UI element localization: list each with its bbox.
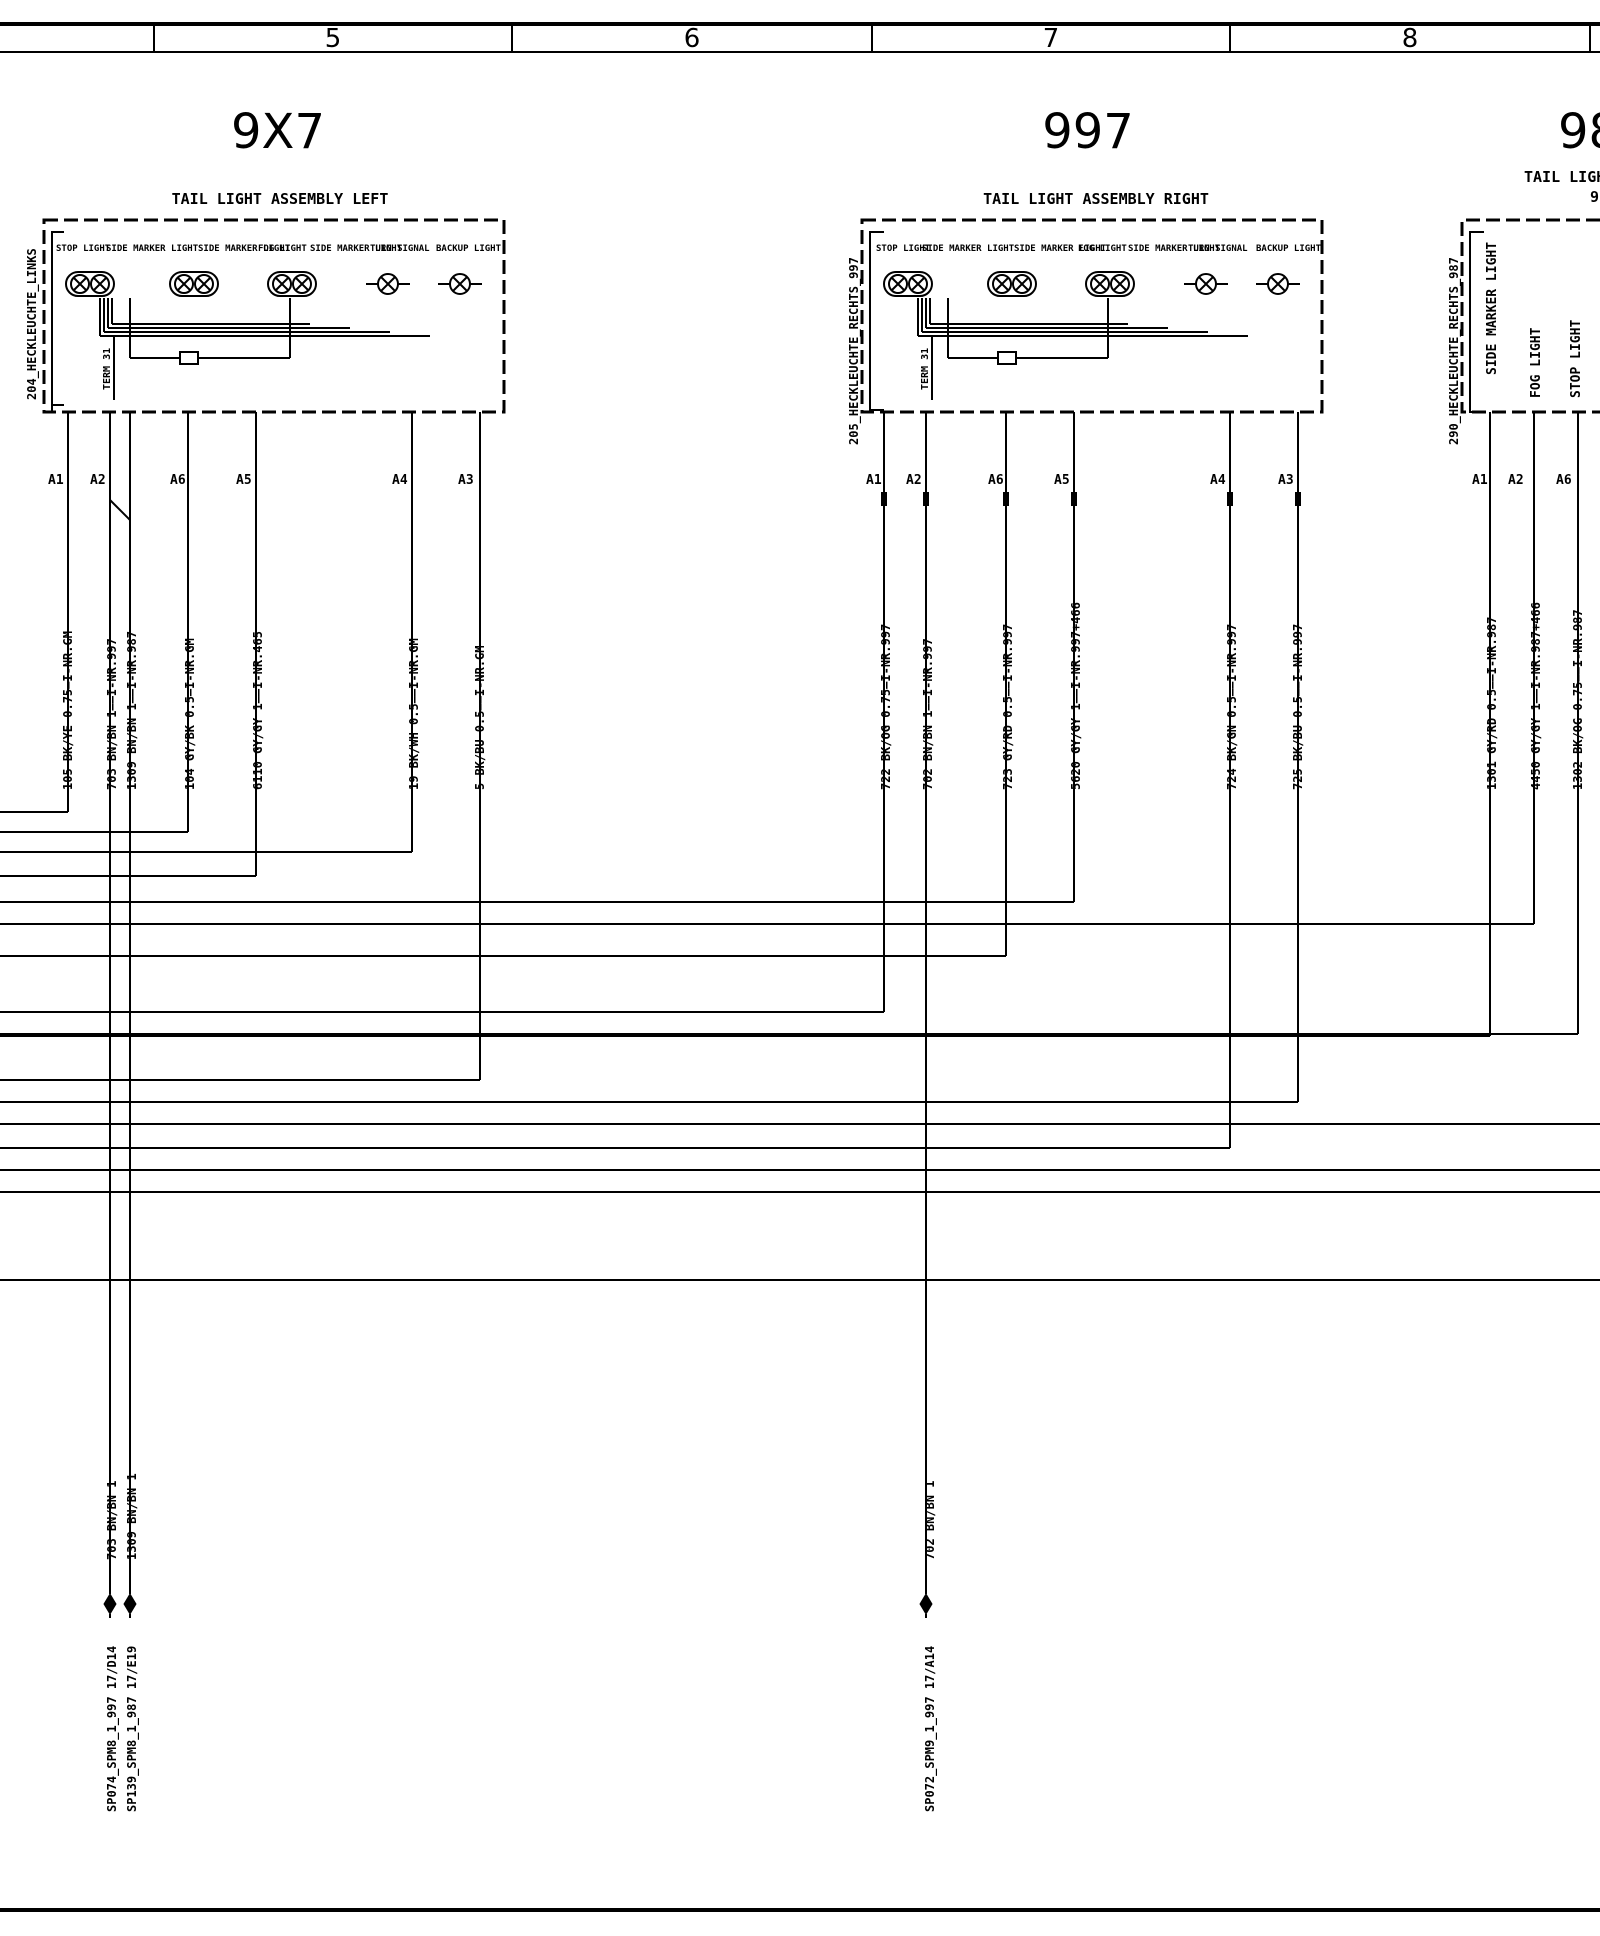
pin-a3-right: A3: [1278, 473, 1294, 488]
pin-a3-left: A3: [458, 473, 474, 488]
component-box-right: 205_HECKLEUCHTE_RECHTS_997: [847, 218, 1324, 445]
lamp-label-fog-left: FOG LIGHT: [258, 244, 307, 254]
component-title-third: TAIL LIGH: [1524, 168, 1600, 186]
component-subtitle-third: 9: [1590, 188, 1599, 206]
component-box-third: 290_HECKLEUCHTE_RECHTS_987 SIDE MARKER L…: [1447, 218, 1600, 445]
pin-a6-right: A6: [988, 473, 1004, 488]
pin-a6-left: A6: [170, 473, 186, 488]
lamp-label-sidemarker3-right: SIDE MARKER LIGHT: [1128, 244, 1221, 254]
dual-filament-lamp-icon: [987, 271, 1037, 297]
fuse-block-icon: [179, 351, 199, 365]
pin-a5-right: A5: [1054, 473, 1070, 488]
term-label-left: TERM 31: [102, 348, 113, 390]
pin-a2-right: A2: [906, 473, 922, 488]
connector-marker: [1295, 492, 1301, 506]
pin-a1-left: A1: [48, 473, 64, 488]
pin-a4-left: A4: [392, 473, 408, 488]
column-number-5: 5: [325, 24, 342, 54]
dual-filament-lamp-icon: [1085, 271, 1135, 297]
component-id-9x7: 9X7: [231, 104, 325, 160]
splice-ref-sp072: SP072_SPM9_1_997 17/A14: [923, 1646, 938, 1812]
bottom-wire-label-1309: 1309 BN/BN 1: [125, 1473, 139, 1560]
lamp-label-stop: STOP LIGHT: [1569, 320, 1584, 398]
pin-a4-right: A4: [1210, 473, 1226, 488]
single-lamp-icon: [366, 273, 410, 295]
wire-network: [0, 298, 1600, 1618]
wire-label-702: 702 BN/BN 1——I-NR.997: [921, 638, 935, 790]
single-lamp-icon: [1184, 273, 1228, 295]
splice-icon-sp074: [103, 1593, 117, 1615]
connector-marker: [1227, 492, 1233, 506]
component-box-left: 204_HECKLEUCHTE_LINKS: [25, 218, 506, 414]
column-header-strip: 5 6 7 8: [0, 22, 1600, 54]
connector-marker: [881, 492, 887, 506]
component-title-right: TAIL LIGHT ASSEMBLY RIGHT: [983, 190, 1209, 208]
lamp-label-turn-right: TURN SIGNAL: [1188, 244, 1248, 254]
splice-ref-sp074: SP074_SPM8_1_997 17/D14: [105, 1646, 120, 1812]
connector-marker: [1071, 492, 1077, 506]
component-id-98: 98: [1558, 104, 1600, 160]
splice-ref-sp139: SP139_SPM8_1_987 17/E19: [125, 1646, 140, 1812]
fuse-block-icon: [997, 351, 1017, 365]
pin-a6-third: A6: [1556, 473, 1572, 488]
bottom-wire-label-703: 703 BN/BN 1: [105, 1481, 119, 1560]
dual-filament-lamp-icon: [65, 271, 115, 297]
column-number-7: 7: [1043, 24, 1060, 54]
lamp-label-side-marker: SIDE MARKER LIGHT: [1485, 242, 1500, 375]
lamp-label-fog-right: FOG LIGHT: [1078, 244, 1127, 254]
ground-label-third: 290_HECKLEUCHTE_RECHTS_987: [1447, 257, 1462, 445]
ground-label-right: 205_HECKLEUCHTE_RECHTS_997: [847, 257, 862, 445]
column-number-6: 6: [684, 24, 701, 54]
splice-icon-sp139: [123, 1593, 137, 1615]
splice-icon-sp072: [919, 1593, 933, 1615]
pin-a2-left: A2: [90, 473, 106, 488]
wire-label-1309: 1309 BN/BN 1——I-NR.987: [125, 631, 139, 790]
pin-a2-third: A2: [1508, 473, 1524, 488]
component-title-left: TAIL LIGHT ASSEMBLY LEFT: [172, 190, 389, 208]
wire-label-724: 724 BK/GN 0.5——I-NR.997: [1225, 624, 1239, 790]
single-lamp-icon: [1256, 273, 1300, 295]
wire-label-6110: 6110 GY/GY 1——I-NR.465: [251, 631, 265, 790]
wire-label-722: 722 BK/OG 0.75—I-NR.997: [879, 624, 893, 790]
lamp-label-sidemarker-left: SIDE MARKER LIGHT: [106, 244, 199, 254]
lamp-label-stop-left: STOP LIGHT: [56, 244, 111, 254]
pin-a1-right: A1: [866, 473, 882, 488]
lamp-label-sidemarker2-left: SIDE MARKER LIGHT: [198, 244, 291, 254]
lamp-label-turn-left: TURN SIGNAL: [370, 244, 430, 254]
wire-label-5620: 5620 GY/GY 1——I-NR.997+466: [1069, 602, 1083, 790]
single-lamp-icon: [438, 273, 482, 295]
lamp-label-stop-right: STOP LIGHT: [876, 244, 931, 254]
lamp-label-backup-right: BACKUP LIGHT: [1256, 244, 1322, 254]
connector-marker: [923, 492, 929, 506]
wire-label-703: 703 BN/BN 1——I-NR.997: [105, 638, 119, 790]
connector-marker: [1003, 492, 1009, 506]
wire-label-19: 19 BK/WH 0.5——I-NR.GM: [407, 638, 421, 790]
pin-a5-left: A5: [236, 473, 252, 488]
wire-label-104: 104 GY/BK 0.5—I-NR.GM: [183, 638, 197, 790]
component-id-997: 997: [1042, 104, 1134, 160]
column-number-8: 8: [1402, 24, 1419, 54]
lamp-label-fog: FOG LIGHT: [1529, 327, 1544, 398]
wire-label-1301: 1301 GY/RD 0.5——I-NR.987: [1485, 617, 1499, 790]
term-label-right: TERM 31: [920, 348, 931, 390]
lamp-symbols: [65, 271, 1300, 297]
dual-filament-lamp-icon: [169, 271, 219, 297]
pin-a1-third: A1: [1472, 473, 1488, 488]
lamp-label-sidemarker2-right: SIDE MARKER LIGHT: [1014, 244, 1107, 254]
wire-label-4450: 4450 GY/GY 1——I-NR.987+466: [1529, 602, 1543, 790]
dual-filament-lamp-icon: [267, 271, 317, 297]
wire-branch-1309: [109, 499, 131, 540]
ground-label-left: 204_HECKLEUCHTE_LINKS: [25, 248, 40, 400]
lamp-label-backup-left: BACKUP LIGHT: [436, 244, 502, 254]
dual-filament-lamp-icon: [883, 271, 933, 297]
lamp-label-sidemarker-right: SIDE MARKER LIGHT: [922, 244, 1015, 254]
wire-label-723: 723 GY/RD 0.5——I-NR.997: [1001, 624, 1015, 790]
lamp-label-sidemarker3-left: SIDE MARKER LIGHT: [310, 244, 403, 254]
